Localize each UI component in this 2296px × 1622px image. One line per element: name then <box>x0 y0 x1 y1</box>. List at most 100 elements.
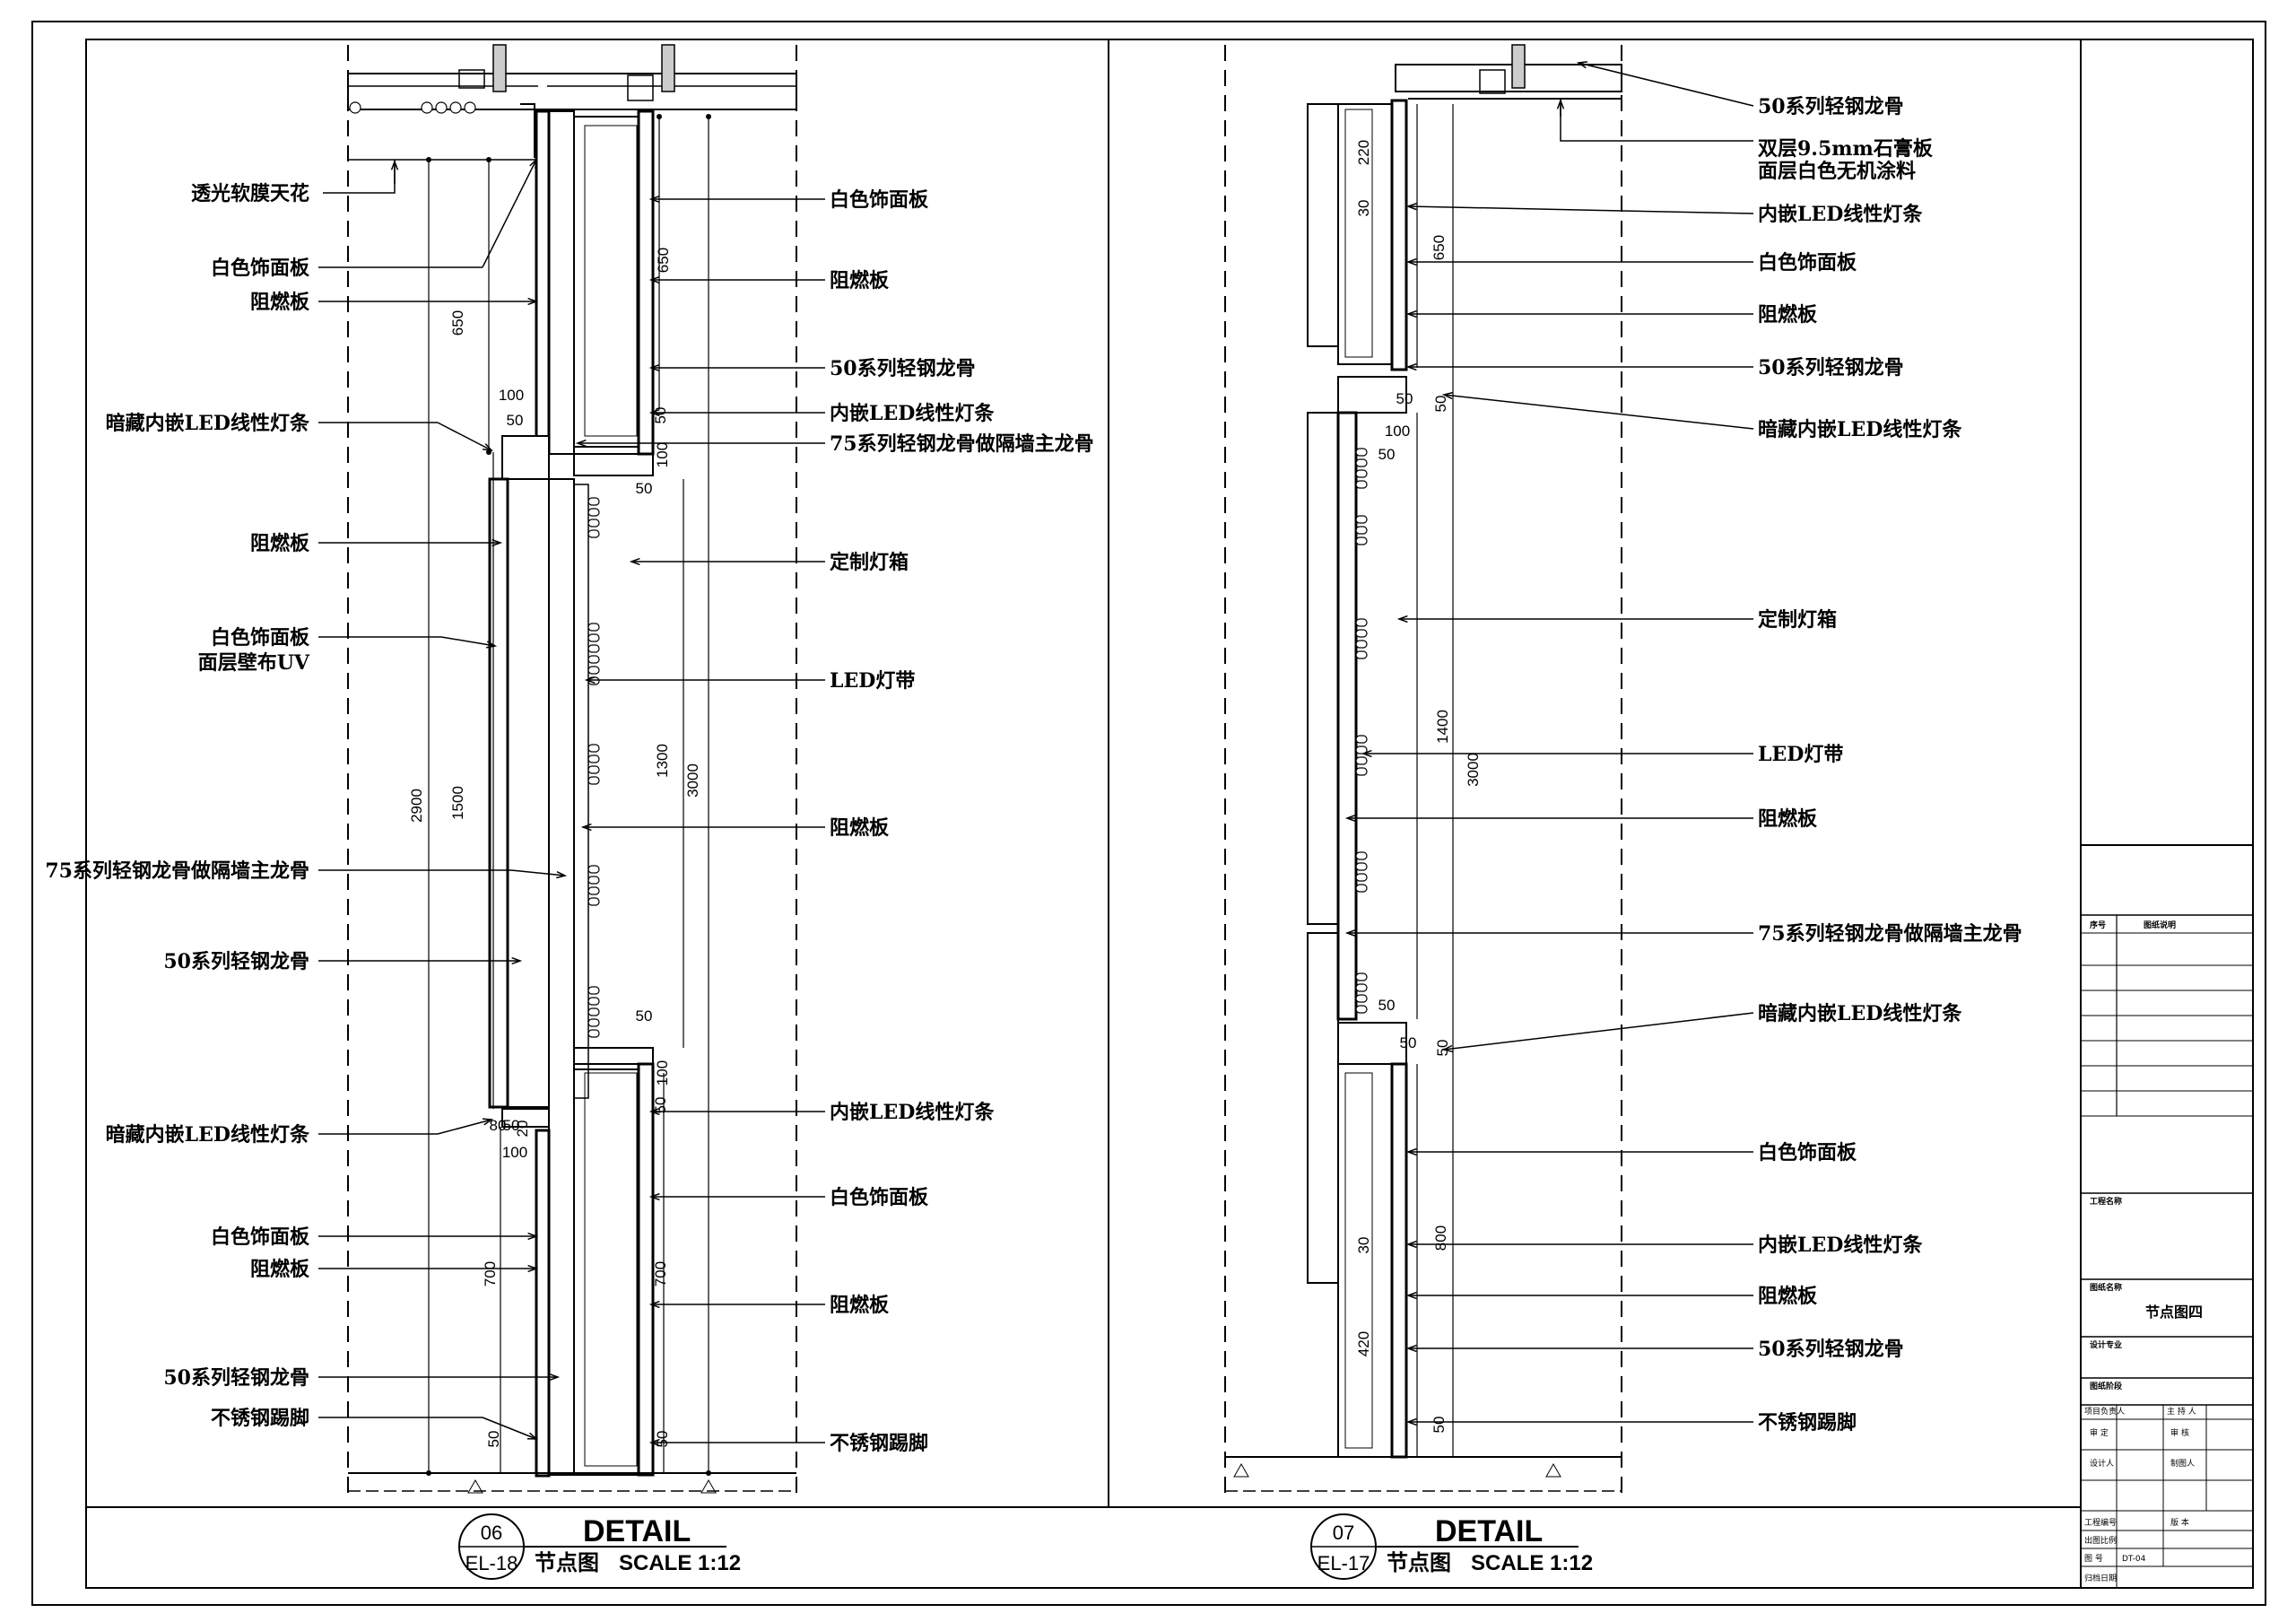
tb-r1c3: 主 持 人 <box>2167 1406 2196 1417</box>
dim-06: 650 <box>449 310 466 336</box>
led-bulb <box>587 776 600 785</box>
tb-sheet-no-label: 图 号 <box>2084 1554 2103 1564</box>
tb-project-no: 工程编号 <box>2084 1517 2117 1528</box>
dim-06: 50 <box>652 407 669 424</box>
label-right-07: 50系列轻钢龙骨 <box>1758 1338 1904 1361</box>
led-bulb <box>587 1007 600 1016</box>
label-left-06: 50系列轻钢龙骨 <box>163 950 309 973</box>
label-right-07: 内嵌LED线性灯条 <box>1758 203 1923 226</box>
dim-06: 1300 <box>654 744 671 778</box>
label-right-07: 白色饰面板 <box>1758 251 1857 275</box>
label-left-06: 透光软膜天花 <box>191 182 309 205</box>
label-left-06: 暗藏内嵌LED线性灯条 <box>106 412 310 435</box>
label-right-07: LED灯带 <box>1758 743 1843 766</box>
led-bulb <box>587 754 600 763</box>
label-right-06: 内嵌LED线性灯条 <box>830 1101 995 1124</box>
detail-07-subtitle: 节点图 <box>1387 1551 1451 1575</box>
label-right-07: 阻燃板 <box>1758 303 1818 327</box>
dim-06: 20 <box>514 1121 531 1138</box>
led-bulb <box>587 508 600 517</box>
dim-06: 50 <box>654 1431 671 1448</box>
tb-r3c1: 设计人 <box>2090 1458 2114 1469</box>
led-bulb <box>587 633 600 642</box>
outer-frame <box>31 21 2266 1606</box>
label-right-07: 暗藏内嵌LED线性灯条 <box>1758 418 1962 441</box>
label-right-06: 定制灯箱 <box>830 551 909 574</box>
led-bulb <box>1355 536 1368 545</box>
tb-r2c3: 审 核 <box>2170 1427 2189 1438</box>
detail-07-scale: SCALE 1:12 <box>1471 1551 1593 1575</box>
led-bulb <box>1355 515 1368 524</box>
label-right-07: 阻燃板 <box>1758 1285 1818 1308</box>
tb-drawing-stage: 图纸阶段 <box>2090 1381 2123 1391</box>
label-right-06: 阻燃板 <box>830 269 890 292</box>
led-bulb <box>587 897 600 906</box>
dim-07: 3000 <box>1465 753 1482 787</box>
dim-07: 30 <box>1355 1237 1372 1254</box>
label-right-06: 75系列轻钢龙骨做隔墙主龙骨 <box>830 432 1094 456</box>
dim-07: 1400 <box>1434 710 1451 744</box>
label-right-06: 阻燃板 <box>830 1294 890 1317</box>
tb-sheet-no: DT-04 <box>2122 1555 2146 1564</box>
led-bulb <box>587 623 600 632</box>
dim-07: 100 <box>1385 423 1410 440</box>
label-right-07: 暗藏内嵌LED线性灯条 <box>1758 1002 1962 1025</box>
dim-07: 420 <box>1355 1331 1372 1356</box>
led-bulb <box>1355 756 1368 765</box>
dim-06: 100 <box>654 442 671 467</box>
detail-06-ref: EL-18 <box>465 1552 518 1574</box>
led-bulb <box>587 744 600 753</box>
title-block-text: 序号 图纸说明 工程名称 图纸名称 节点图四 设计专业 图纸阶段 项目负责人 主… <box>2084 920 2203 1583</box>
detail-06-heading: DETAIL <box>583 1514 691 1548</box>
label-right-07: 定制灯箱 <box>1758 608 1837 632</box>
dim-06: 100 <box>502 1144 527 1161</box>
led-bulb <box>1355 983 1368 992</box>
label-right-07: 不锈钢踢脚 <box>1758 1411 1857 1435</box>
led-bulb <box>587 1029 600 1038</box>
label-left-06: 白色饰面板 <box>211 626 310 650</box>
label-right-07: 50系列轻钢龙骨 <box>1758 356 1904 379</box>
tb-project-name: 工程名称 <box>2090 1196 2122 1207</box>
dim-07: 50 <box>1434 1040 1451 1057</box>
dim-06: 650 <box>655 248 672 273</box>
led-bulb <box>587 655 600 664</box>
detail-06-scale: SCALE 1:12 <box>619 1551 741 1575</box>
label-right-06: 50系列轻钢龙骨 <box>830 357 976 380</box>
tb-design-major: 设计专业 <box>2090 1339 2122 1350</box>
dim-06: 100 <box>499 387 524 404</box>
led-bulb <box>587 765 600 774</box>
label-right-07: 双层9.5mm石膏板 <box>1758 137 1934 161</box>
tb-version: 版 本 <box>2170 1517 2189 1528</box>
dim-06: 80 <box>490 1117 507 1134</box>
tb-scale: 出图比例 <box>2084 1535 2117 1546</box>
dim-07: 50 <box>1378 446 1396 463</box>
led-bulb <box>587 997 600 1006</box>
tb-r2c1: 审 定 <box>2090 1427 2109 1438</box>
led-bulb <box>1355 972 1368 981</box>
dim-06: 2900 <box>408 789 425 823</box>
label-right-07: 75系列轻钢龙骨做隔墙主龙骨 <box>1758 922 2022 946</box>
dim-07: 50 <box>1432 396 1449 413</box>
dim-07: 220 <box>1355 140 1372 165</box>
dim-07: 50 <box>1378 997 1396 1014</box>
dim-06: 50 <box>636 480 653 497</box>
label-right-06: 白色饰面板 <box>830 1186 929 1209</box>
dim-07: 650 <box>1431 235 1448 260</box>
label-left-06: 阻燃板 <box>250 291 310 314</box>
label-left-06: 阻燃板 <box>250 1258 310 1281</box>
tb-r1c1: 项目负责人 <box>2084 1406 2125 1417</box>
led-bulb <box>1355 629 1368 638</box>
led-bulb <box>1355 526 1368 535</box>
detail-06-title: 06 EL-18 DETAIL 节点图 SCALE 1:12 <box>458 1513 741 1580</box>
dim-06: 3000 <box>684 763 701 798</box>
led-bulb <box>1355 735 1368 744</box>
led-bulb <box>1355 650 1368 659</box>
detail-07-title: 07 EL-17 DETAIL 节点图 SCALE 1:12 <box>1310 1513 1593 1580</box>
led-bulb <box>587 865 600 874</box>
detail-07-labels: 50系列轻钢龙骨双层9.5mm石膏板面层白色无机涂料内嵌LED线性灯条白色饰面板… <box>1355 95 2022 1435</box>
label-left-06: 75系列轻钢龙骨做隔墙主龙骨 <box>45 859 309 883</box>
dim-06: 100 <box>654 1060 671 1086</box>
led-bulb <box>587 497 600 506</box>
led-bulb <box>587 986 600 995</box>
